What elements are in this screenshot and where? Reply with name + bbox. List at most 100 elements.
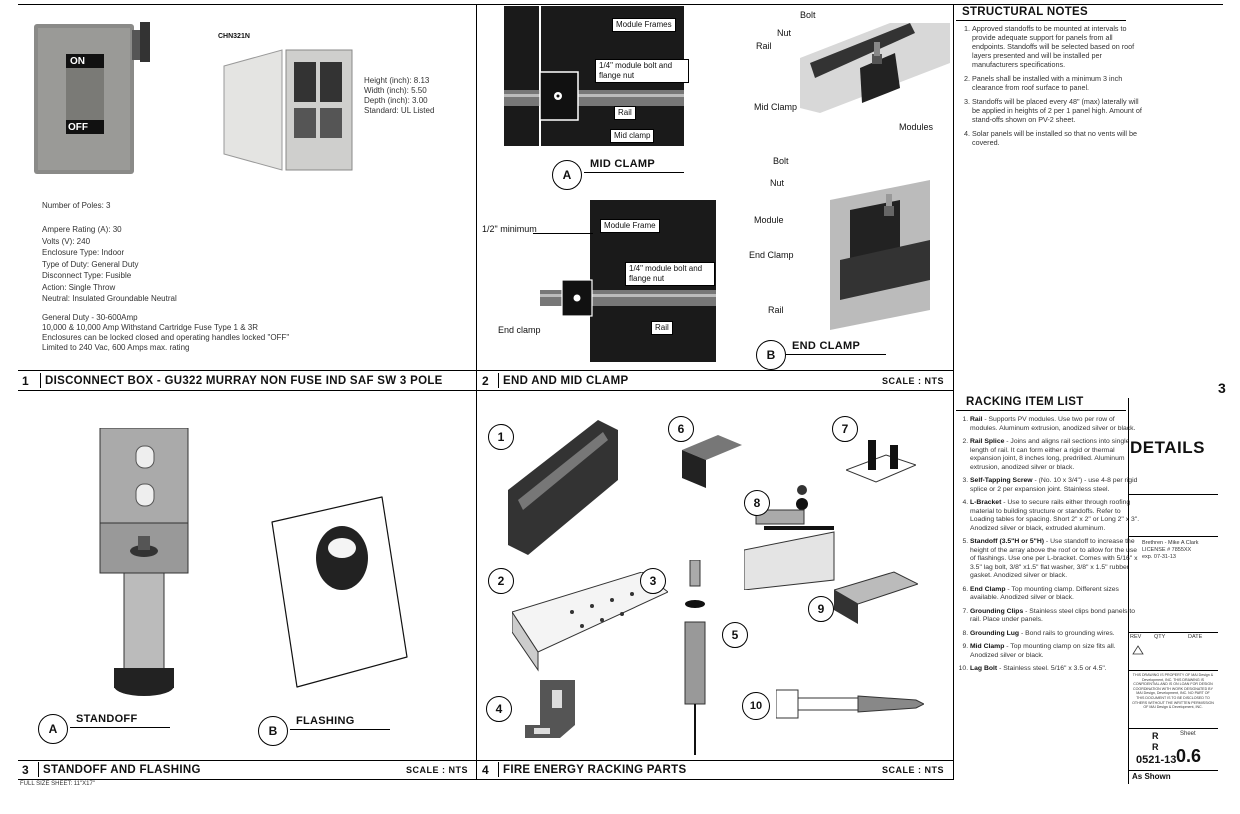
mid-clamp-title-underline [584, 172, 684, 173]
part-callout-1: 1 [488, 424, 514, 450]
engineer-expiry: exp. 07-31-13 [1142, 554, 1176, 560]
racking-item: Rail Splice - Joins and aligns rail sect… [970, 438, 1142, 472]
rating-action: Action: Single Throw [42, 282, 116, 292]
titleblock-edge-number: 3 [1218, 380, 1227, 396]
part-callout-2: 2 [488, 568, 514, 594]
racking-item: Lag Bolt - Stainless steel. 5/16" x 3.5 … [970, 665, 1142, 674]
panel1-title: DISCONNECT BOX - GU322 MURRAY NON FUSE I… [45, 374, 443, 387]
rating-ampere: Ampere Rating (A): 30 [42, 225, 122, 234]
titleblock-left-border [1128, 398, 1129, 784]
label-mid-clamp: Mid clamp [610, 129, 655, 143]
mid-clamp-letter-a: A [552, 160, 582, 190]
part-callout-10: 10 [742, 692, 770, 720]
rating-disconnect: Disconnect Type: Fusible [42, 271, 132, 280]
label-half-minimum: 1/2" minimum [482, 224, 537, 234]
titleblock-rule-2 [1128, 536, 1218, 537]
structural-notes-title: STRUCTURAL NOTES [962, 6, 1088, 18]
part-callout-8: 8 [744, 490, 770, 516]
end-clamp-letter-b: B [756, 340, 786, 370]
rating-duty: Type of Duty: General Duty [42, 259, 139, 269]
racking-list-title: RACKING ITEM LIST [966, 396, 1084, 408]
panel4-num-divider [498, 762, 499, 777]
note-item: Panels shall be installed with a minimum… [972, 74, 1142, 92]
minimum-dim-line [533, 233, 593, 234]
panel4-number: 4 [482, 762, 489, 777]
note-item: Solar panels will be installed so that n… [972, 129, 1142, 147]
racking-item: Standoff (3.5"H or 5"H) - Use standoff t… [970, 538, 1142, 581]
racking-item-list: Rail - Supports PV modules. Use two per … [956, 416, 1142, 679]
scale-footer: As Shown [1132, 772, 1171, 781]
general-duty-2: Enclosures can be locked closed and oper… [42, 333, 290, 342]
titleblock-rule-4 [1128, 670, 1218, 671]
part-groundclip-drawing [743, 480, 844, 591]
titleblock-rule-5 [1128, 728, 1218, 729]
standoff-title: STANDOFF [76, 713, 138, 725]
notes-title-underline [956, 20, 1126, 21]
divider-horizontal-bottom [18, 779, 953, 780]
label-end-iso-module: Module [754, 215, 784, 225]
disconnect-box-photo: ON OFF [32, 20, 154, 180]
part-groundlug-drawing [832, 570, 920, 624]
rev-label: REV [1130, 634, 1142, 640]
divider-vertical-right [953, 4, 954, 780]
poles-text: Number of Poles: 3 [42, 201, 111, 210]
part-endclamp-drawing [682, 430, 742, 488]
standoff-drawing [96, 427, 196, 708]
panel3-title: STANDOFF AND FLASHING [43, 763, 201, 776]
panel2-title: END AND MID CLAMP [503, 374, 629, 387]
label-iso-bolt: Bolt [800, 10, 816, 20]
end-clamp-title: END CLAMP [792, 340, 861, 352]
part-callout-7: 7 [832, 416, 858, 442]
titleblock-rule-6 [1128, 770, 1218, 771]
note-item: Approved standoffs to be mounted at inte… [972, 24, 1142, 69]
part-callout-9: 9 [808, 596, 834, 622]
panel3-title-bar: 3 STANDOFF AND FLASHING SCALE : NTS [22, 762, 472, 777]
label-end-bolt-nut: 1/4" module bolt and flange nut [625, 262, 715, 286]
sheet-number: 0.6 [1176, 746, 1202, 766]
flashing-title: FLASHING [296, 715, 355, 727]
open-box-photo [222, 44, 362, 174]
rating-enclosure: Enclosure Type: Indoor [42, 248, 125, 257]
note-item: Standoffs will be placed every 48" (max)… [972, 97, 1142, 124]
switch-on-label: ON [70, 56, 85, 67]
label-iso-mid-clamp: Mid Clamp [754, 102, 798, 112]
end-clamp-title-underline [786, 354, 886, 355]
panel2-num-divider [498, 373, 499, 388]
model-number: CHN321N [218, 33, 250, 40]
spec-width: Width (inch): 5.50 [364, 86, 427, 95]
racking-item: Grounding Lug - Bond rails to grounding … [970, 630, 1142, 639]
date-label: DATE [1188, 634, 1203, 640]
panel4-scale: SCALE : NTS [881, 764, 944, 775]
part-rail-drawing [508, 420, 618, 560]
label-module-frame: Module Frame [600, 219, 660, 233]
panel1-num-divider [40, 373, 41, 388]
part-callout-4: 4 [486, 696, 512, 722]
standoff-letter-a: A [38, 714, 68, 744]
revision-r2: R [1152, 742, 1159, 752]
panel1-title-bar: 1 DISCONNECT BOX - GU322 MURRAY NON FUSE… [22, 373, 472, 388]
flashing-title-underline [290, 729, 390, 730]
panel1-number: 1 [22, 373, 29, 388]
racking-item: Self-Tapping Screw - (No. 10 x 3/4") - u… [970, 477, 1142, 494]
titleblock-rule-1 [1128, 494, 1218, 495]
panel2-number: 2 [482, 373, 489, 388]
label-end-iso-end-clamp: End Clamp [749, 250, 794, 260]
general-duty-list: General Duty - 30-600Amp 10,000 & 10,000… [42, 313, 289, 353]
panel4-title: FIRE ENERGY RACKING PARTS [503, 763, 687, 776]
spec-list: Height (inch): 8.13 Width (inch): 5.50 D… [364, 76, 434, 116]
general-duty-1: 10,000 & 10,000 Amp Withstand Cartridge … [42, 323, 258, 332]
flashing-drawing [262, 492, 412, 692]
racking-title-underline [956, 410, 1126, 411]
frame-top [18, 4, 1223, 5]
qty-label: QTY [1154, 634, 1166, 640]
revision-header: REV QTY DATE [1130, 634, 1218, 640]
panel2-scale: SCALE : NTS [881, 375, 944, 386]
spec-depth: Depth (inch): 3.00 [364, 96, 428, 105]
part-standoff-drawing [680, 559, 710, 755]
job-number: 0521-13 [1136, 754, 1177, 766]
iso-end-clamp-drawing [820, 160, 950, 335]
label-end-iso-bolt: Bolt [773, 156, 789, 166]
full-size-sheet-note: FULL SIZE SHEET: 11"X17" [20, 781, 95, 787]
label-mid-rail: Rail [614, 106, 636, 120]
part-callout-5: 5 [722, 622, 748, 648]
